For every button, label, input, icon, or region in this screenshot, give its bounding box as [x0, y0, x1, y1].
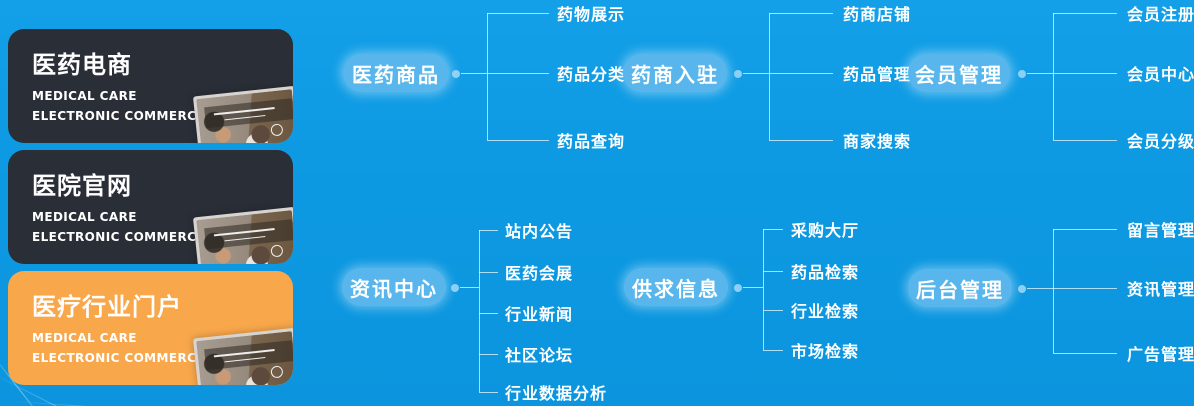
leaf-item[interactable]: 行业新闻 [505, 305, 574, 324]
leaf-item[interactable]: 留言管理 [1127, 221, 1194, 240]
connector-dot [451, 284, 459, 292]
connector-line [769, 13, 833, 14]
connector-line [479, 230, 498, 231]
leaf-item[interactable]: 广告管理 [1127, 345, 1194, 364]
leaf-item[interactable]: 药品分类 [557, 65, 626, 84]
card-title: 医院官网 [32, 172, 132, 200]
connector-line [743, 287, 763, 288]
card-subtitle: ELECTRONIC COMMERCE [32, 351, 205, 365]
connector-line [763, 229, 783, 230]
connector-line [1027, 288, 1053, 289]
card-subtitle: ELECTRONIC COMMERCE [32, 109, 205, 123]
node-member-management[interactable]: 会员管理 [908, 54, 1010, 92]
leaf-item[interactable]: 市场检索 [791, 342, 860, 361]
website-preview-thumbnail [192, 206, 293, 264]
leaf-item[interactable]: 商家搜索 [843, 132, 912, 151]
node-backend-management[interactable]: 后台管理 [908, 269, 1012, 307]
connector-line [479, 230, 480, 392]
connector-line [1053, 353, 1117, 354]
leaf-item[interactable]: 资讯管理 [1127, 280, 1194, 299]
sidebar-card-medical-industry-portal[interactable]: 医疗行业门户 MEDICAL CARE ELECTRONIC COMMERCE [8, 271, 293, 385]
leaf-item[interactable]: 药品查询 [557, 132, 626, 151]
leaf-item[interactable]: 药品检索 [791, 263, 860, 282]
card-subtitle: ELECTRONIC COMMERCE [32, 230, 205, 244]
connector-line [1053, 73, 1117, 74]
connector-line [763, 271, 783, 272]
connector-line [487, 73, 549, 74]
node-medical-goods[interactable]: 医药商品 [343, 54, 449, 92]
card-title: 医疗行业门户 [32, 293, 182, 321]
connector-line [1053, 13, 1054, 140]
leaf-item[interactable]: 药商店铺 [843, 5, 912, 24]
card-subtitle: MEDICAL CARE [32, 331, 137, 345]
connector-line [1053, 229, 1117, 230]
website-preview-thumbnail [192, 85, 293, 143]
connector-dot [1018, 285, 1026, 293]
connector-line [1053, 229, 1054, 353]
leaf-item[interactable]: 会员注册 [1127, 5, 1194, 24]
connector-line [479, 354, 498, 355]
leaf-item[interactable]: 会员中心 [1127, 65, 1194, 84]
connector-line [769, 140, 833, 141]
connector-line [487, 140, 549, 141]
connector-line [487, 13, 488, 140]
card-subtitle: MEDICAL CARE [32, 210, 137, 224]
connector-line [763, 229, 764, 350]
card-subtitle: MEDICAL CARE [32, 89, 137, 103]
connector-line [460, 287, 479, 288]
connector-line [1027, 73, 1053, 74]
card-title: 医药电商 [32, 51, 132, 79]
connector-line [479, 392, 498, 393]
connector-line [479, 313, 498, 314]
leaf-item[interactable]: 社区论坛 [505, 346, 574, 365]
website-preview-thumbnail [192, 327, 293, 385]
connector-dot [452, 70, 460, 78]
leaf-item[interactable]: 行业检索 [791, 302, 860, 321]
thumbnail-text-line [213, 107, 276, 116]
thumbnail-text-line [224, 114, 266, 120]
leaf-item[interactable]: 采购大厅 [791, 221, 860, 240]
thumbnail-text-line [213, 349, 276, 358]
connector-line [1053, 140, 1117, 141]
connector-dot [734, 284, 742, 292]
leaf-item[interactable]: 行业数据分析 [505, 384, 608, 403]
connector-line [763, 350, 783, 351]
sidebar-card-medical-ecommerce[interactable]: 医药电商 MEDICAL CARE ELECTRONIC COMMERCE [8, 29, 293, 143]
connector-line [479, 272, 498, 273]
connector-line [487, 13, 549, 14]
connector-line [763, 310, 783, 311]
leaf-item[interactable]: 会员分级 [1127, 132, 1194, 151]
thumbnail-text-line [224, 356, 266, 362]
leaf-item[interactable]: 医药会展 [505, 264, 574, 283]
node-pharmacy-join[interactable]: 药商入驻 [623, 54, 727, 92]
connector-line [1053, 13, 1117, 14]
node-supply-demand[interactable]: 供求信息 [624, 268, 728, 306]
connector-line [743, 73, 769, 74]
connector-line [769, 73, 833, 74]
connector-dot [1018, 70, 1026, 78]
thumbnail-text-line [224, 235, 266, 241]
leaf-item[interactable]: 站内公告 [505, 222, 574, 241]
node-info-center[interactable]: 资讯中心 [342, 268, 446, 306]
connector-line [769, 13, 770, 140]
connector-line [1053, 288, 1117, 289]
connector-dot [734, 70, 742, 78]
leaf-item[interactable]: 药品管理 [843, 65, 912, 84]
leaf-item[interactable]: 药物展示 [557, 5, 626, 24]
decorative-streak [14, 401, 145, 406]
connector-line [461, 73, 487, 74]
thumbnail-text-line [213, 228, 276, 237]
sidebar-card-hospital-website[interactable]: 医院官网 MEDICAL CARE ELECTRONIC COMMERCE [8, 150, 293, 264]
